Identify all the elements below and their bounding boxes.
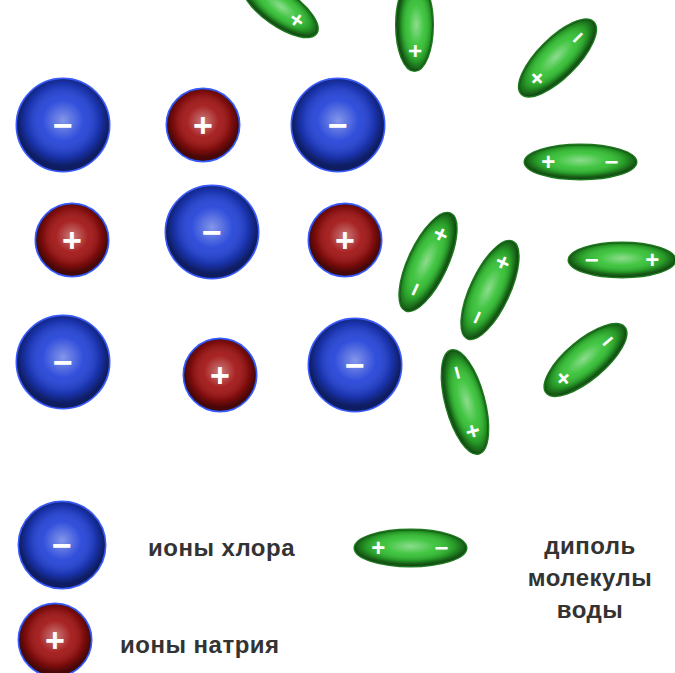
dipole-charge: + bbox=[541, 150, 555, 174]
ion-charge: − bbox=[345, 348, 365, 382]
sodium-ion: + bbox=[34, 202, 110, 278]
legend-swatch bbox=[353, 528, 468, 568]
dipole-charge: − bbox=[605, 150, 619, 174]
dipole-ellipse bbox=[386, 203, 471, 320]
water-dipole: −+ bbox=[567, 241, 675, 279]
water-dipole: −+ bbox=[531, 310, 638, 410]
water-dipole: +− bbox=[386, 203, 471, 320]
chloride-ion: − bbox=[290, 77, 386, 173]
dipole-ellipse bbox=[430, 343, 499, 460]
legend-sample: − bbox=[17, 500, 107, 590]
dipole-ellipse bbox=[448, 231, 533, 348]
legend-text: диполь молекулы воды bbox=[520, 530, 660, 626]
ion-charge: + bbox=[193, 108, 213, 142]
water-dipole: −+ bbox=[430, 343, 499, 460]
legend-charge: + bbox=[371, 536, 385, 560]
ion-charge: − bbox=[53, 108, 73, 142]
dipole-ellipse bbox=[523, 143, 638, 181]
water-dipole: +− bbox=[448, 231, 533, 348]
ion-charge: + bbox=[335, 223, 355, 257]
water-dipole: + bbox=[394, 0, 434, 73]
legend-text: ионы натрия bbox=[120, 631, 280, 659]
ion-charge: + bbox=[210, 358, 230, 392]
chloride-ion: − bbox=[15, 314, 111, 410]
dipole-ellipse bbox=[394, 0, 434, 73]
legend-charge: − bbox=[435, 536, 449, 560]
dipole-ellipse bbox=[531, 310, 638, 410]
dipole-charge: + bbox=[402, 44, 426, 58]
chloride-ion: − bbox=[307, 317, 403, 413]
sodium-ion: + bbox=[165, 87, 241, 163]
legend-charge: + bbox=[45, 623, 65, 657]
ion-charge: − bbox=[202, 215, 222, 249]
water-dipole: +− bbox=[505, 6, 609, 110]
dipole-charge: + bbox=[645, 248, 659, 272]
chloride-ion: − bbox=[164, 184, 260, 280]
sodium-ion: + bbox=[307, 202, 383, 278]
legend-text: ионы хлора bbox=[148, 534, 295, 562]
legend-sample: +− bbox=[353, 528, 468, 568]
ion-charge: − bbox=[53, 345, 73, 379]
dipole-ellipse bbox=[231, 0, 328, 50]
dipole-charge: − bbox=[585, 248, 599, 272]
water-dipole: + bbox=[231, 0, 328, 50]
ion-charge: + bbox=[62, 223, 82, 257]
ion-charge: − bbox=[328, 108, 348, 142]
legend-sample: + bbox=[17, 602, 93, 673]
legend-charge: − bbox=[52, 528, 72, 562]
water-dipole: +− bbox=[523, 143, 638, 181]
dipole-ellipse bbox=[505, 6, 609, 110]
chloride-ion: − bbox=[15, 77, 111, 173]
sodium-ion: + bbox=[182, 337, 258, 413]
